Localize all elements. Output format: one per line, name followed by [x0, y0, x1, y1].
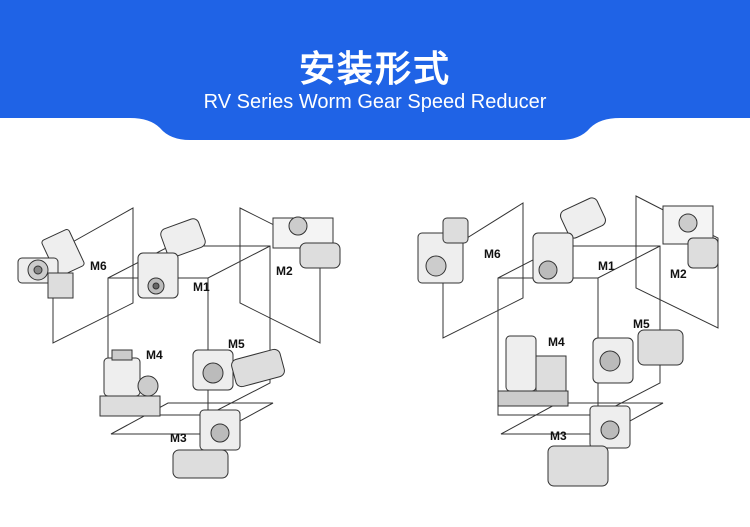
mounting-diagram-left: M6 M1 M2 M4 M5 M3 [17, 207, 341, 479]
label-m5: M5 [228, 337, 245, 351]
mounting-diagram-right: M6 M1 M2 M4 M5 M3 [417, 195, 719, 487]
panel-m6 [442, 202, 524, 339]
label-m4: M4 [548, 335, 565, 349]
gear-motor-m5 [192, 348, 285, 391]
gear-motor-m6 [417, 217, 469, 284]
panel-m3 [500, 402, 664, 435]
label-m2: M2 [276, 264, 293, 278]
banner-shape [0, 0, 750, 140]
gear-motor-m5 [592, 329, 684, 384]
label-m5: M5 [633, 317, 650, 331]
label-m2: M2 [670, 267, 687, 281]
gear-motor-m4 [497, 335, 569, 407]
panel-m6 [52, 207, 134, 344]
label-m6: M6 [90, 259, 107, 273]
page-title: 安装形式 [298, 49, 451, 90]
gear-motor-m2 [272, 216, 341, 269]
gear-motor-m3 [172, 409, 241, 479]
header-banner [0, 0, 750, 140]
label-m4: M4 [146, 348, 163, 362]
page-subtitle: RV Series Worm Gear Speed Reducer [203, 91, 547, 113]
label-m3: M3 [550, 429, 567, 443]
gear-motor-m3 [547, 405, 631, 487]
gear-motor-m1 [532, 197, 606, 284]
label-m3: M3 [170, 431, 187, 445]
gear-motor-m6 [17, 229, 85, 299]
gear-motor-m4 [99, 349, 161, 417]
label-m6: M6 [484, 247, 501, 261]
label-m1: M1 [598, 259, 615, 273]
label-m1: M1 [193, 280, 210, 294]
gear-motor-m2 [662, 205, 719, 269]
gear-motor-m1 [137, 218, 206, 299]
